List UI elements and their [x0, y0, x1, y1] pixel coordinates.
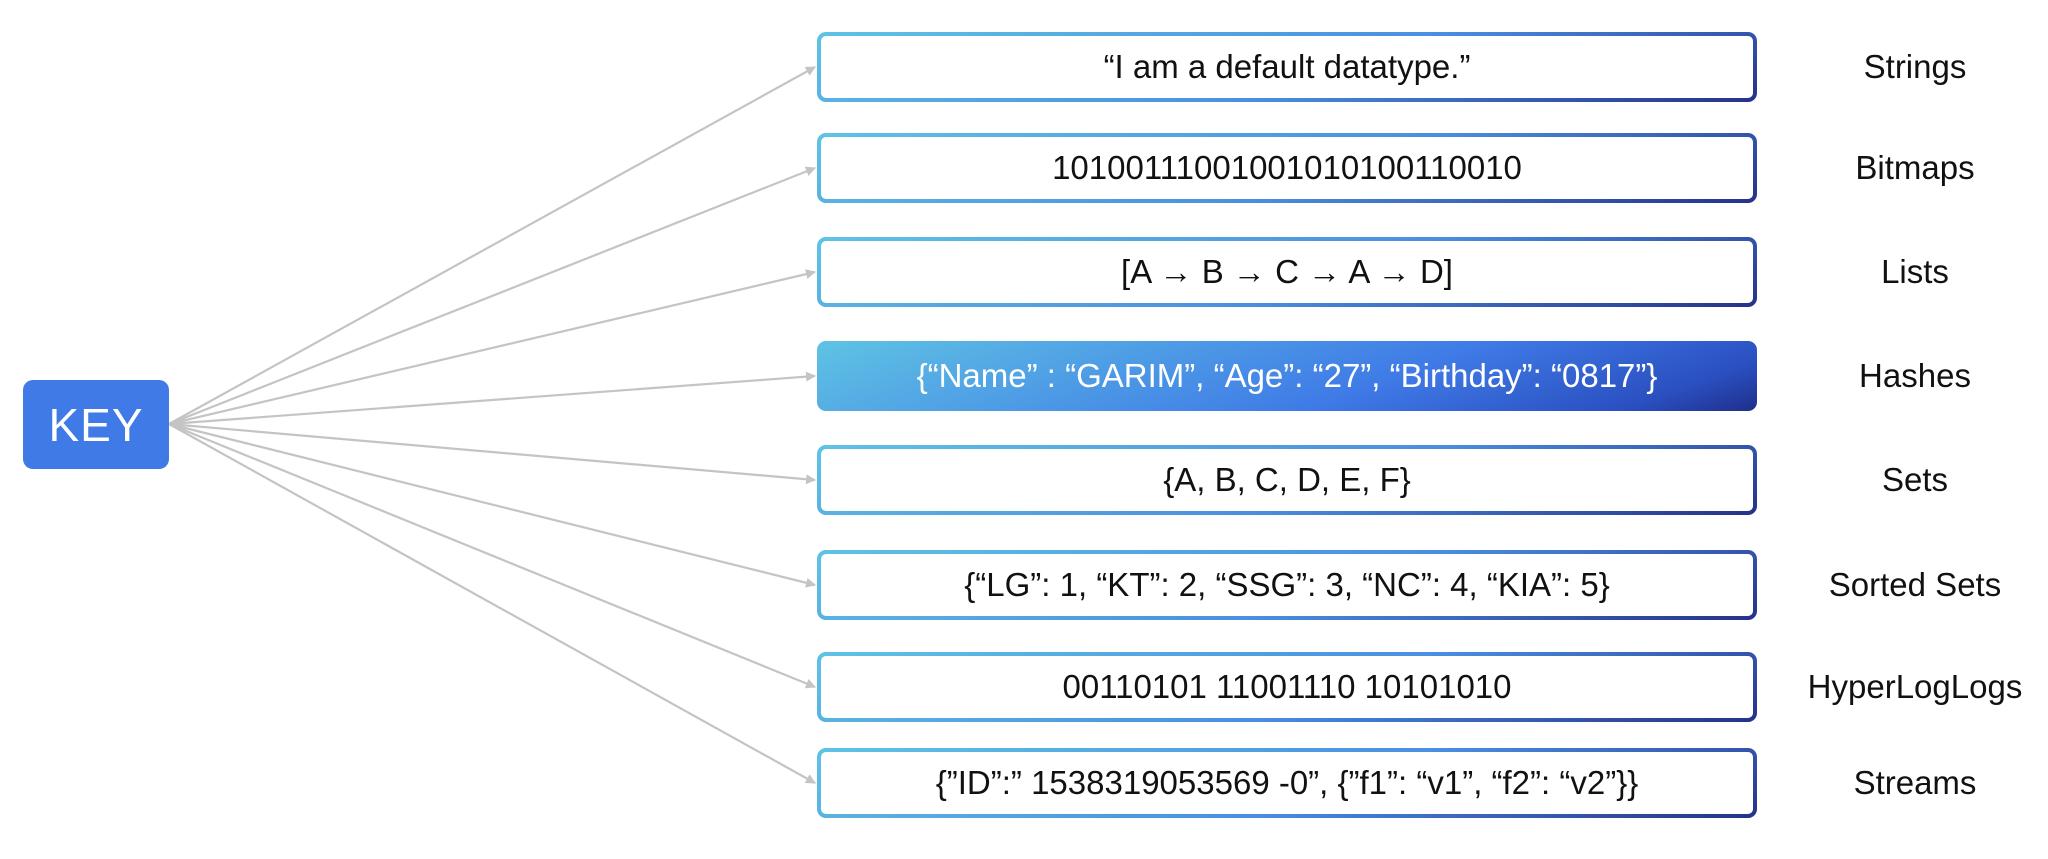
- type-label: Sets: [1881, 461, 1949, 498]
- datatype-row-lists: [A → B → C → A → D] Lists: [0, 237, 2048, 307]
- type-label: Streams: [1853, 764, 1977, 801]
- type-label: Hashes: [1859, 357, 1971, 394]
- value-box: [A → B → C → A → D]: [817, 237, 1757, 307]
- type-label: Bitmaps: [1855, 149, 1975, 186]
- arrow-to-lists: [168, 269, 816, 426]
- value-text: {A, B, C, D, E, F}: [1163, 461, 1411, 498]
- value-text: {“Name” : “GARIM”, “Age”: “27”, “Birthda…: [916, 357, 1658, 394]
- arrow-to-bitmaps: [168, 166, 816, 426]
- arrow-to-sets: [168, 422, 816, 485]
- key-label: KEY: [48, 398, 144, 451]
- key-node: KEY: [23, 380, 169, 469]
- value-text: 10100111001001010100110010: [1052, 149, 1522, 186]
- type-label: Sorted Sets: [1828, 566, 2002, 603]
- datatype-row-hyperloglogs: 00110101 11001110 10101010 HyperLogLogs: [0, 652, 2048, 722]
- datatype-row-hashes: {“Name” : “GARIM”, “Age”: “27”, “Birthda…: [0, 341, 2048, 411]
- datatype-row-sets: {A, B, C, D, E, F} Sets: [0, 445, 2048, 515]
- value-box: {”ID”:” 1538319053569 -0”, {”f1”: “v1”, …: [817, 748, 1757, 818]
- type-label: Lists: [1881, 253, 1949, 290]
- datatype-row-bitmaps: 10100111001001010100110010 Bitmaps: [0, 133, 2048, 203]
- arrow-to-streams: [168, 423, 816, 784]
- value-text: {“LG”: 1, “KT”: 2, “SSG”: 3, “NC”: 4, “K…: [964, 566, 1610, 603]
- type-label: HyperLogLogs: [1807, 668, 2023, 705]
- value-box: {A, B, C, D, E, F}: [817, 445, 1757, 515]
- value-box: 10100111001001010100110010: [817, 133, 1757, 203]
- datatype-row-sorted-sets: {“LG”: 1, “KT”: 2, “SSG”: 3, “NC”: 4, “K…: [0, 550, 2048, 620]
- value-box: 00110101 11001110 10101010: [817, 652, 1757, 722]
- type-label: Strings: [1863, 48, 1967, 85]
- value-text: [A → B → C → A → D]: [1121, 253, 1453, 290]
- value-text: “I am a default datatype.”: [1103, 48, 1471, 85]
- value-text: {”ID”:” 1538319053569 -0”, {”f1”: “v1”, …: [935, 764, 1639, 801]
- arrow-to-hashes: [168, 371, 816, 426]
- value-box: {“LG”: 1, “KT”: 2, “SSG”: 3, “NC”: 4, “K…: [817, 550, 1757, 620]
- value-box: “I am a default datatype.”: [817, 32, 1757, 102]
- datatype-row-strings: “I am a default datatype.” Strings: [0, 32, 2048, 102]
- arrow-to-hyperloglogs: [168, 422, 816, 689]
- arrow-to-strings: [168, 66, 816, 425]
- value-box: {“Name” : “GARIM”, “Age”: “27”, “Birthda…: [817, 341, 1757, 411]
- datatype-row-streams: {”ID”:” 1538319053569 -0”, {”f1”: “v1”, …: [0, 748, 2048, 818]
- arrow-to-sorted-sets: [168, 422, 816, 588]
- value-text: 00110101 11001110 10101010: [1062, 668, 1512, 705]
